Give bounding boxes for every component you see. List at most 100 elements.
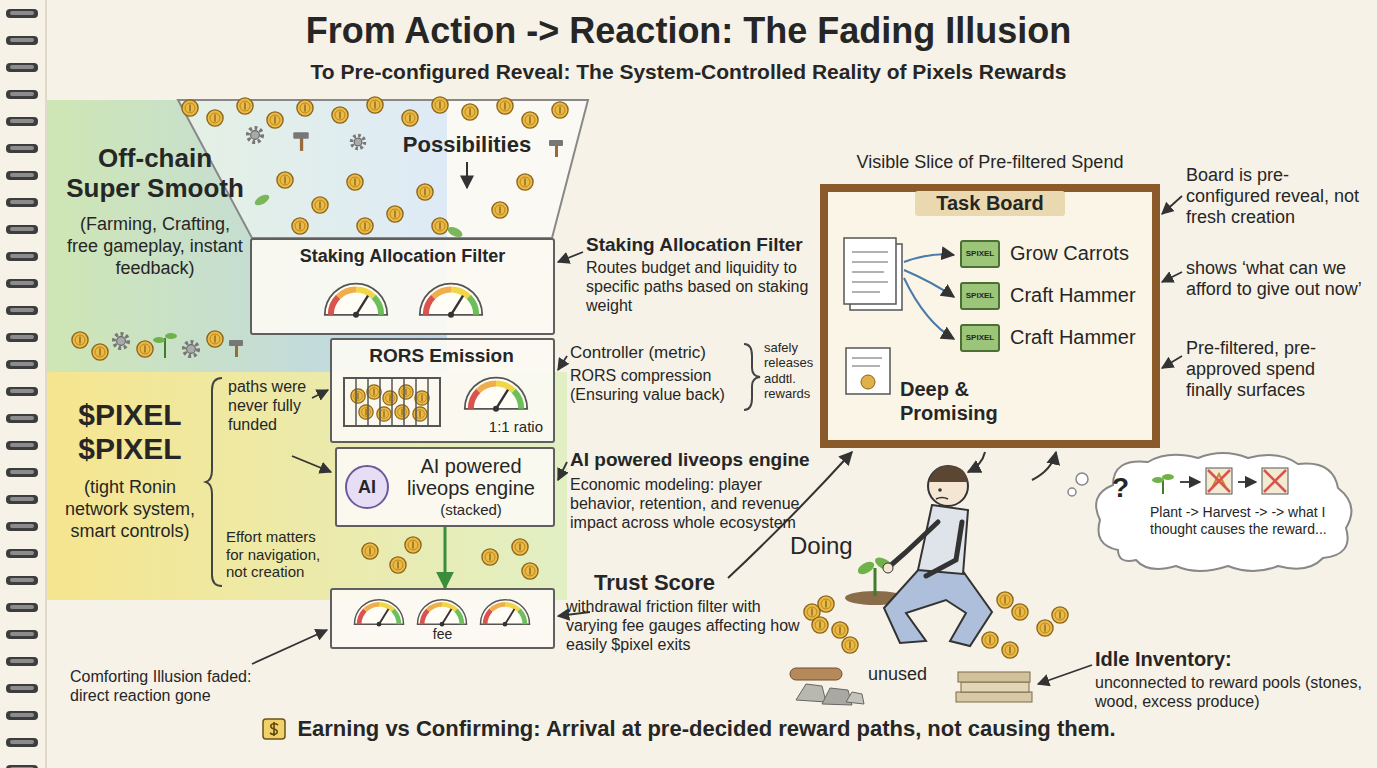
bracket-and-leaders (558, 462, 567, 480)
player-figure (884, 568, 992, 646)
emission-cage (465, 378, 527, 412)
thought-trail (1076, 473, 1088, 485)
annotation-heading: AI powered liveops engine (570, 449, 820, 471)
thought-cloud (1096, 453, 1351, 571)
caption: Earning vs Confirming: Arrival at pre-de… (297, 716, 1115, 742)
player-figure (856, 559, 877, 577)
node-text: RORS Emission (340, 345, 543, 368)
idle-planks (956, 692, 1032, 702)
offchain-items (165, 333, 177, 339)
pixel-icon: SPIXEL (960, 324, 1000, 352)
possibility-items (549, 140, 563, 157)
caption-icon (263, 719, 285, 739)
spiral-binding (45, 0, 47, 768)
offchain-items (153, 337, 165, 343)
possibility-items (237, 98, 253, 114)
possibility-items (253, 193, 271, 208)
stage-coins (362, 537, 538, 579)
annotation: Economic modeling: player behavior, rete… (570, 476, 815, 533)
thought-cloud (1152, 477, 1164, 483)
node-text: (Farming, Crafting, free gameplay, insta… (63, 214, 247, 280)
possibility-items (402, 110, 418, 126)
action-label: Doing (790, 532, 870, 560)
coin-piles (804, 592, 1068, 658)
coin-piles (818, 596, 834, 612)
board-note: Deep & Promising (900, 378, 1010, 425)
emission-cage (395, 405, 409, 419)
emission-cage (367, 385, 381, 399)
annotation: Comforting Illusion faded: direct reacti… (70, 668, 285, 706)
task-item: Craft Hammer (1010, 284, 1150, 308)
possibility-items (446, 225, 464, 239)
stage-coins (482, 549, 498, 565)
node-text: 1:1 ratio (340, 418, 543, 436)
node-text: fee (340, 626, 545, 643)
caption-icon (261, 716, 287, 742)
bracket-and-leaders (1162, 356, 1182, 368)
idle-stones-wood (796, 684, 826, 702)
thought-cloud (1262, 468, 1288, 494)
offchain-items (184, 342, 198, 356)
task-board-frame (846, 348, 890, 394)
node-text: Plant -> Harvest -> -> what I thought ca… (1150, 504, 1335, 538)
node-text: (tight Ronin network system, smart contr… (61, 477, 199, 543)
annotation: unconnected to reward pools (stones, woo… (1095, 674, 1365, 712)
node-text: Off-chain Super Smooth (63, 144, 247, 204)
thought-bubble: ?Plant -> Harvest -> -> what I thought c… (1088, 450, 1360, 575)
annotation: withdrawal friction filter with varying … (566, 598, 801, 655)
thought-cloud (1208, 470, 1230, 492)
offchain-items (92, 344, 108, 360)
pixel-band: $PIXEL $PIXEL (tight Ronin network system… (55, 392, 205, 577)
possibility-items (297, 100, 313, 116)
spiral-binding (0, 0, 46, 768)
coin-piles (832, 622, 848, 638)
possibility-items (517, 174, 533, 190)
bracket-and-leaders (312, 390, 328, 398)
node-text: $PIXEL $PIXEL (61, 398, 199, 465)
diagram-title: From Action -> Reaction: The Fading Illu… (0, 10, 1377, 52)
board-person-arrows (968, 452, 985, 472)
player-figure (936, 498, 948, 500)
annotation: Board is pre-configured reveal, not fres… (1186, 165, 1366, 229)
gauge-pair (420, 284, 482, 318)
coin-piles (982, 632, 998, 648)
possibility-items (182, 100, 198, 116)
possibility-items (492, 202, 508, 218)
stage-coins (522, 563, 538, 579)
possibility-items (347, 174, 363, 190)
possibility-items (332, 107, 348, 123)
idle-planks (961, 682, 1029, 692)
annotation: unused (868, 664, 948, 685)
thought-cloud (1238, 481, 1256, 483)
possibility-items (207, 110, 223, 126)
thought-cloud (1162, 480, 1164, 494)
emission-cage (377, 407, 391, 421)
bracket-and-leaders (1162, 272, 1182, 282)
annotation: shows ‘what can we afford to give out no… (1186, 258, 1366, 300)
thought-trail (1068, 488, 1076, 496)
node-text: Staking Allocation Filter (260, 246, 545, 268)
annotation-heading: Trust Score (594, 570, 794, 596)
annotation-heading: Idle Inventory: (1095, 648, 1365, 672)
fee-stage: fee (330, 588, 555, 649)
possibility-items (432, 97, 448, 113)
task-item: Grow Carrots (1010, 242, 1150, 266)
idle-stones-wood (790, 668, 842, 680)
offchain-items (137, 341, 153, 357)
fee-gauges (354, 600, 403, 627)
node-text: AI powered liveops engine (397, 455, 545, 499)
fee-gauges (417, 600, 466, 627)
offchain-items (72, 331, 243, 360)
stage-coins (362, 543, 378, 559)
player-figure (845, 466, 992, 646)
emission-cage (344, 378, 440, 426)
spiral-binding (0, 0, 46, 768)
board-title: Task Board (915, 191, 1065, 216)
task-board-frame (861, 375, 875, 389)
player-figure (890, 522, 938, 566)
offchain-items (207, 331, 223, 347)
stage-coins (405, 537, 421, 553)
pixel-icon: SPIXEL (960, 282, 1000, 310)
possibility-items (432, 218, 448, 234)
bracket-and-leaders (206, 378, 222, 586)
